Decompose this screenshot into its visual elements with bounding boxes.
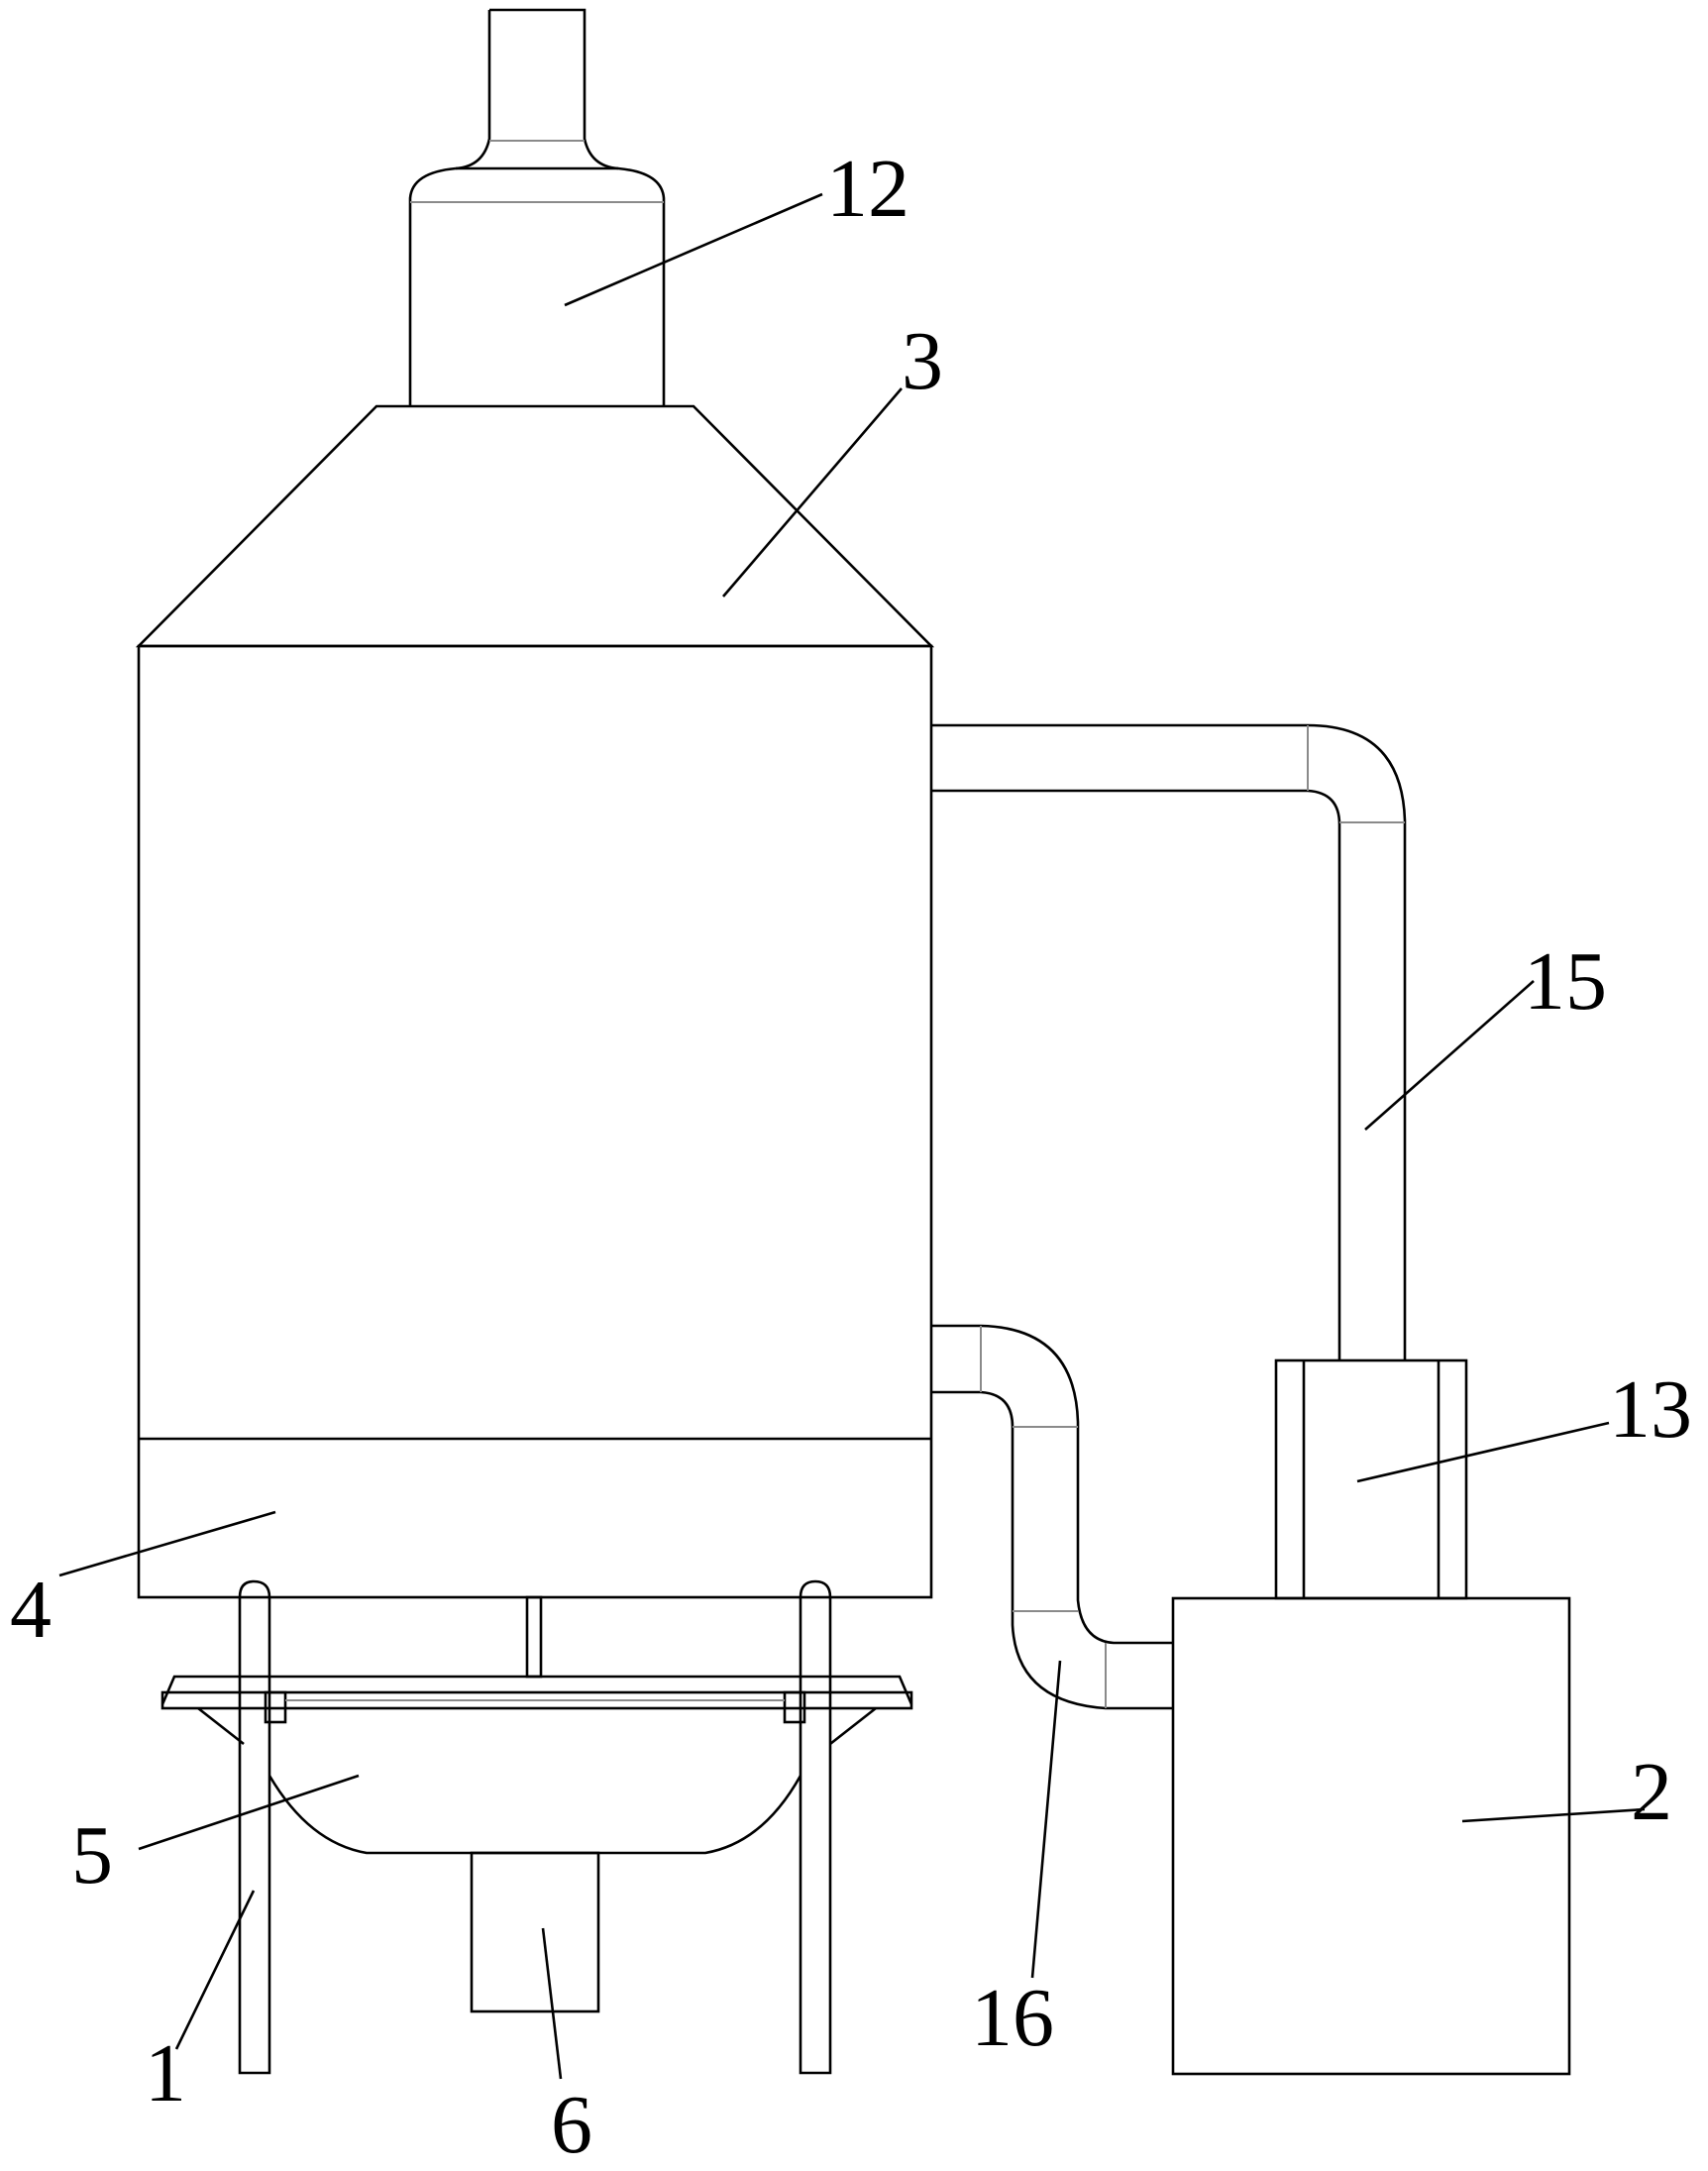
callout-12: 12 bbox=[826, 143, 909, 235]
leader-16 bbox=[1030, 1660, 1062, 1979]
upper-pipe bbox=[931, 723, 1407, 1360]
callout-6: 6 bbox=[551, 2079, 592, 2171]
leader-1 bbox=[174, 1890, 256, 2050]
leader-3 bbox=[722, 387, 903, 597]
callout-13: 13 bbox=[1609, 1363, 1692, 1456]
callout-1: 1 bbox=[145, 2027, 186, 2119]
storage-box bbox=[1171, 1596, 1571, 2076]
callout-4: 4 bbox=[10, 1564, 52, 1656]
support-frame bbox=[238, 1579, 832, 2075]
tower-body bbox=[137, 644, 933, 1599]
leader-4 bbox=[58, 1510, 276, 1577]
callout-15: 15 bbox=[1524, 935, 1607, 1028]
leader-lines bbox=[58, 192, 1646, 2080]
callout-3: 3 bbox=[902, 315, 943, 407]
leader-5 bbox=[138, 1774, 360, 1851]
callout-labels: 12 3 15 13 4 5 1 6 16 2 bbox=[10, 143, 1692, 2171]
top-unit bbox=[408, 8, 666, 406]
housing-cover bbox=[135, 404, 935, 648]
leader-12 bbox=[564, 192, 823, 307]
leader-13 bbox=[1356, 1421, 1610, 1483]
callout-5: 5 bbox=[71, 1809, 113, 1901]
callout-16: 16 bbox=[971, 1972, 1054, 2064]
leader-2 bbox=[1461, 1807, 1646, 1823]
lower-pipe bbox=[931, 1324, 1173, 1710]
callout-2: 2 bbox=[1631, 1746, 1672, 1838]
collection-tray bbox=[160, 1675, 913, 1855]
leader-6 bbox=[541, 1927, 563, 2080]
leader-15 bbox=[1364, 980, 1535, 1131]
discharge-pipe bbox=[470, 1851, 600, 2013]
